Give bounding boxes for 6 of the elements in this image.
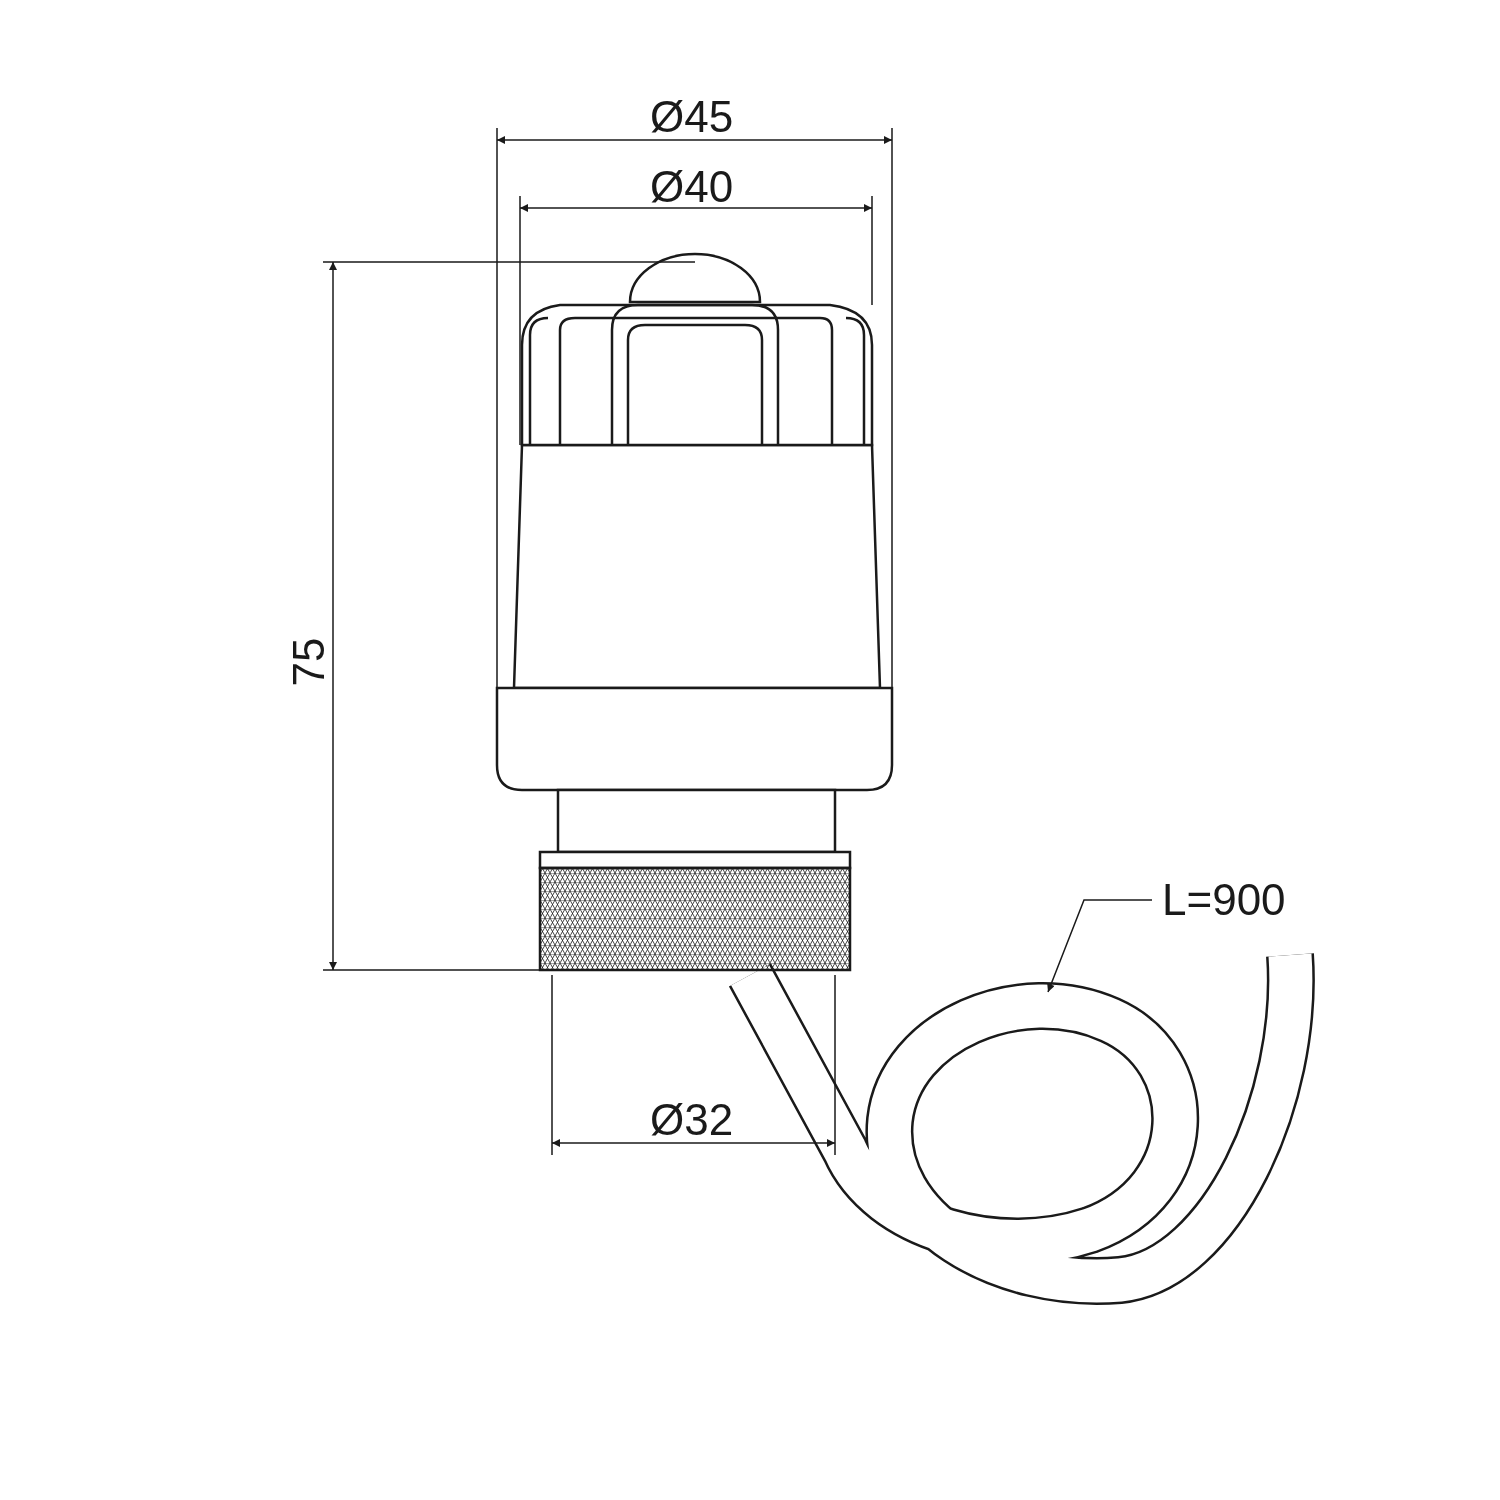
dimension-label: Ø40 [650, 165, 734, 209]
length-label: L=900 [1162, 878, 1286, 922]
dimension-label: 75 [287, 637, 332, 687]
dimension-label: Ø45 [650, 95, 734, 139]
dimension-label: Ø32 [650, 1098, 734, 1142]
leader-line [1047, 899, 1153, 993]
